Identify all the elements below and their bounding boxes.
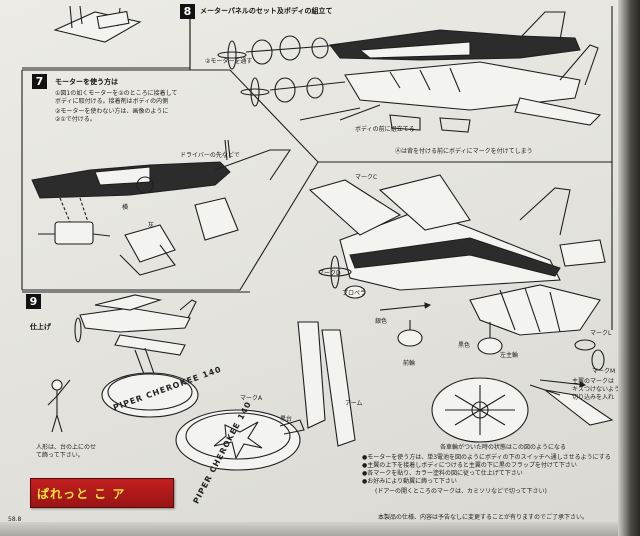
label-silver: 銀色	[375, 318, 388, 325]
assembly-note-1: ●モーターを使う方は、単3電池を図のようにボディの下のスイッチへ通しさせるように…	[362, 454, 611, 461]
assembly-note-2: ●主翼の上下を接着しボディにつけると主翼の下に黒のフラップを付けて下さい	[362, 462, 577, 469]
label-main-wheel: 左主輪	[500, 352, 519, 359]
marks-note-1: 主翼のマークは	[572, 378, 615, 385]
marks-note-3: 切り込みを入れ	[572, 394, 615, 401]
label-propeller: プロペラ	[342, 290, 367, 297]
step-9-note-stand-1: 人形は、台の上にのせ	[36, 444, 97, 451]
step-7-label-gray: 灰	[148, 222, 155, 229]
step-9-note-stand-2: て飾って下さい。	[36, 452, 84, 459]
label-arm: アーム	[345, 400, 363, 407]
label-mark-m: マークM	[592, 368, 616, 375]
assembly-note-3: ●各マークを貼り、カラー塗料の図に従って仕上げて下さい	[362, 470, 523, 477]
label-base: 黒台	[280, 416, 293, 423]
assembly-note-4: ●お好みにより動翼に飾って下さい	[362, 478, 457, 485]
step-7-line-2: ボディに取付ける。接着剤はボディの内側	[55, 98, 169, 105]
marks-note-2: キズつけないように	[572, 386, 626, 393]
step-7-heading: モーターを使う方は	[55, 78, 118, 86]
step-7-line-1: ①図1の如くモーターを②のところに接着して	[55, 90, 178, 97]
label-black: 黒色	[458, 342, 471, 349]
label-front-wheel: 前輪	[403, 360, 416, 367]
label-mark-l: マークL	[590, 330, 612, 337]
step-7-line-3: ②モーターを使わない方は、画像のように	[55, 108, 169, 115]
step-8-number: 8	[180, 4, 195, 19]
inset-caption: 各車輪がついた時の状態はこの図のようになる	[440, 444, 567, 451]
step-8-note-caution: ボディの前に組立てる	[355, 126, 415, 133]
label-mark-a: マークA	[240, 395, 263, 402]
step-9-heading: 仕上げ	[30, 323, 51, 331]
label-mark-d: マークD	[318, 270, 341, 277]
sheet-bottom-edge	[0, 522, 640, 536]
step-8-heading: メーターパネルのセット及ボディの組立て	[200, 7, 333, 15]
step-7-line-4: ②①で付ける。	[55, 116, 96, 123]
store-sticker-text: ぱれっと こ ア	[37, 487, 126, 501]
sheet-right-edge	[618, 0, 640, 536]
step-8-note-decal: Ⓐは背を付ける前にボディにマークを付けてしまう	[395, 148, 533, 155]
footer-disclaimer: 本製品の仕様、内容は予告なしに変更することが有りますのでご了承下さい。	[378, 514, 589, 521]
step-8-note-motor: ②モーターを通す	[205, 58, 253, 65]
label-mark-c: マークC	[355, 174, 378, 181]
assembly-note-door: (ドアーの開くところのマークは、カミソリなどで切って下さい)	[375, 488, 547, 495]
step-9-number: 9	[26, 294, 41, 309]
footer-code: 58.8	[8, 516, 22, 523]
step-7-number: 7	[32, 74, 47, 89]
step-7-label-driver: ドライバーの先などで	[180, 152, 240, 159]
step-7-label-side: 横	[122, 204, 129, 211]
store-sticker: ぱれっと こ ア	[30, 478, 174, 508]
